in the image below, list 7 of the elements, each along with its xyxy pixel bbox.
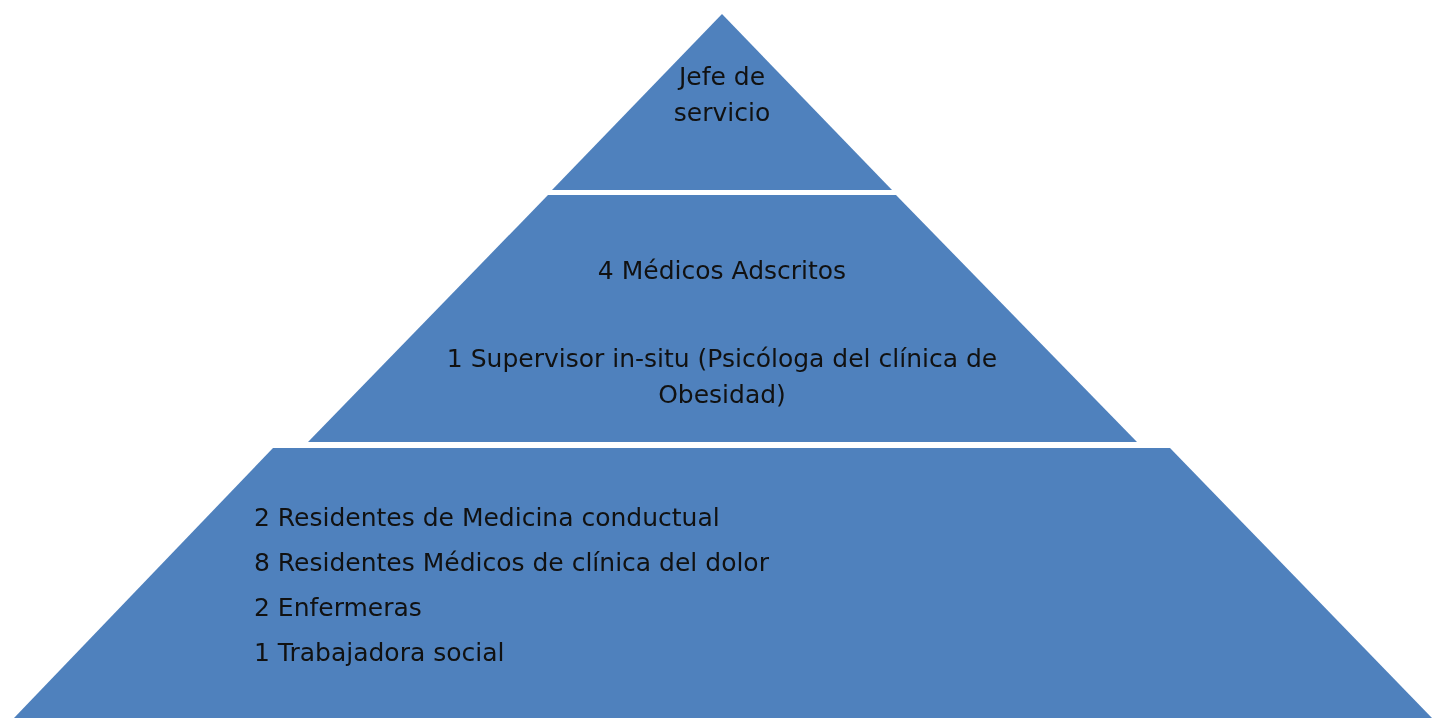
tier-label: 2 Enfermeras — [254, 592, 423, 624]
tier-label: 1 Trabajadora social — [254, 637, 506, 669]
tier-label: 8 Residentes Médicos de clínica del dolor — [254, 547, 770, 579]
tier-label: 4 Médicos Adscritos — [596, 255, 848, 287]
tier-label: 1 Supervisor in-situ (Psicóloga del clínica de Obesidad) — [445, 343, 999, 411]
tier-label: 2 Residentes de Medicina conductual — [254, 502, 721, 534]
tier-label: Jefe de servicio — [672, 61, 772, 129]
